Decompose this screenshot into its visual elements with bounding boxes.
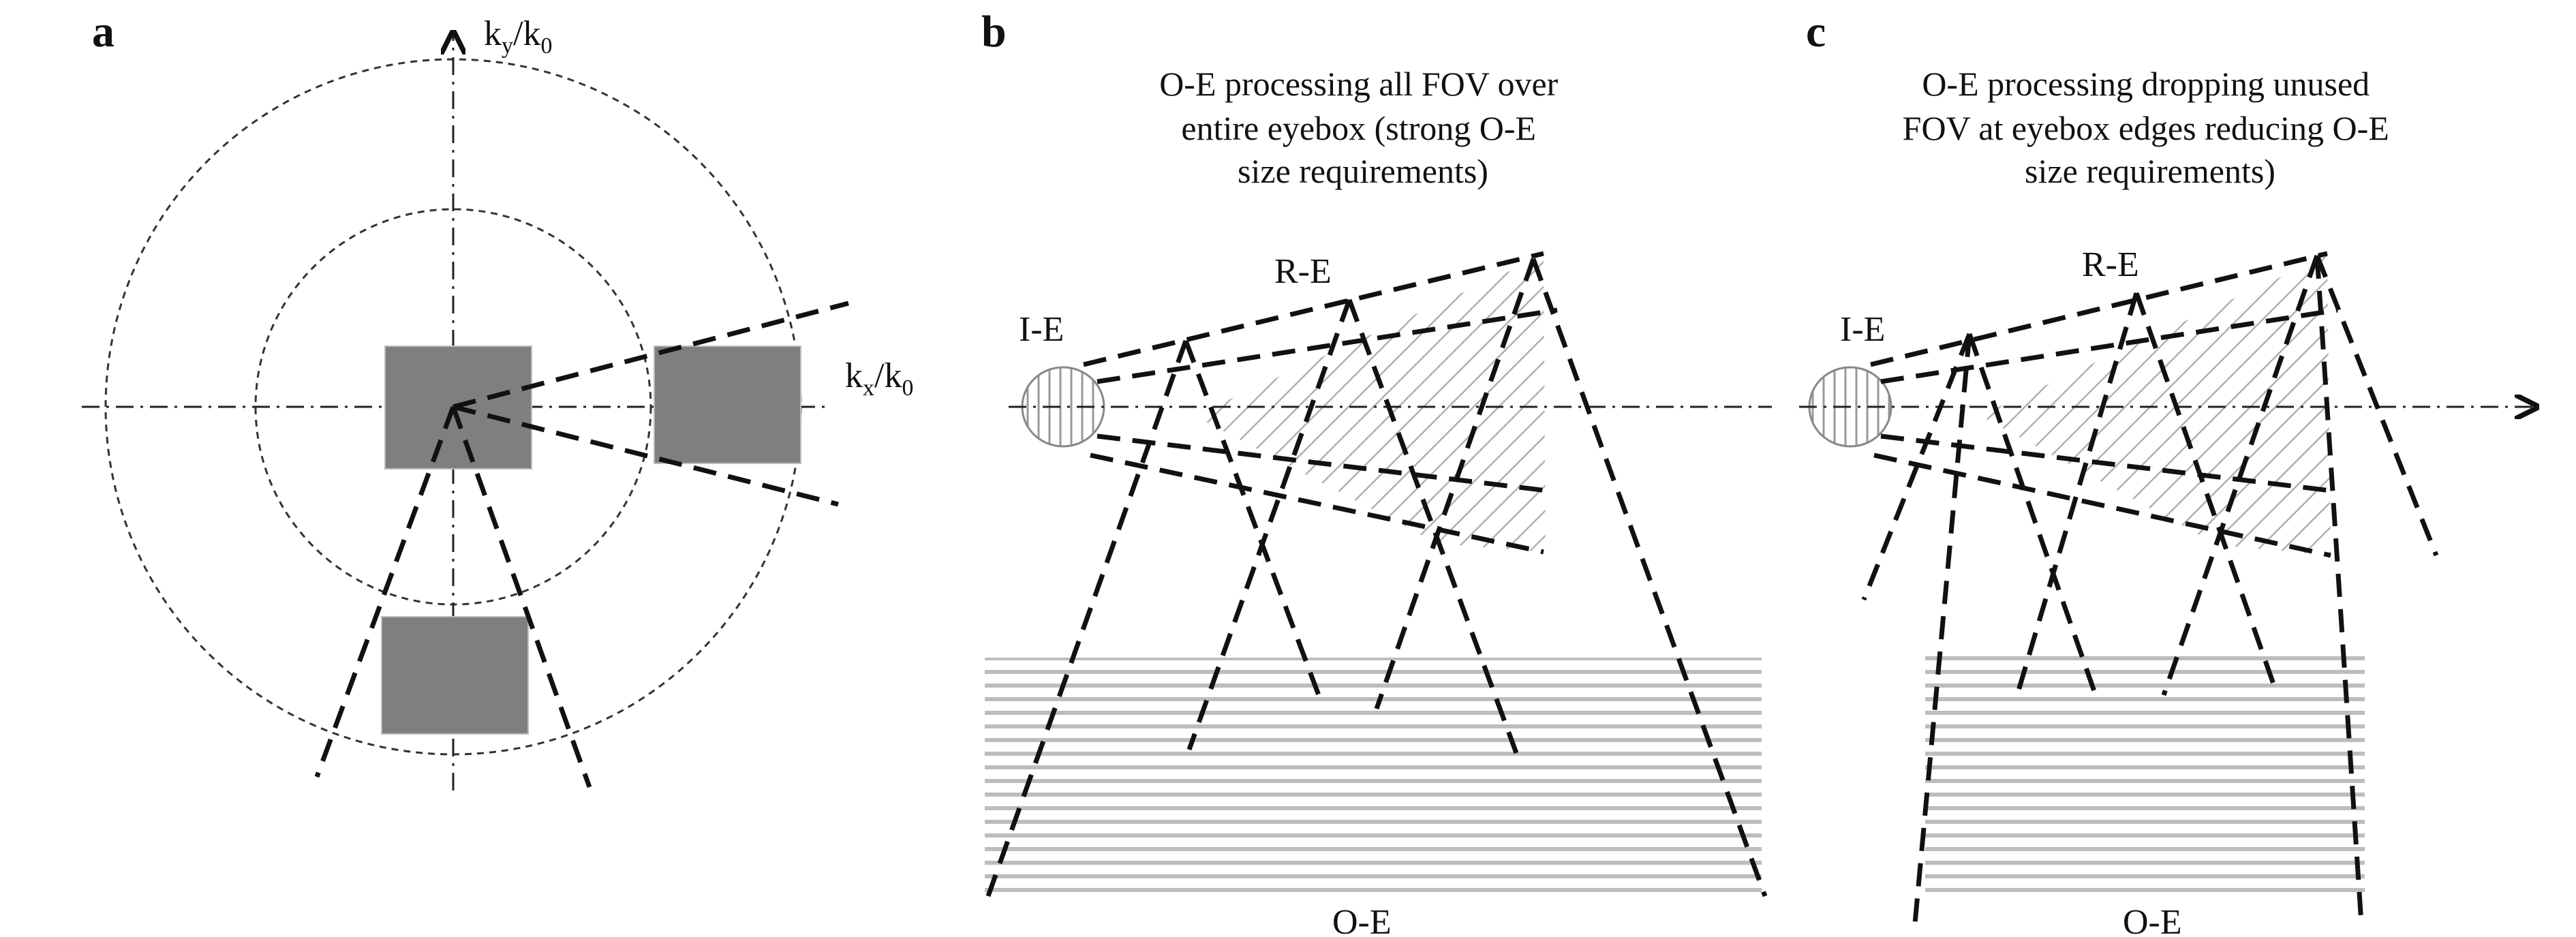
ray-left-down [1912,333,1972,924]
ray-bottom-edge [1090,452,1544,555]
re-label-b: R-E [1274,252,1332,291]
oe-label-c: O-E [2123,903,2182,937]
ray-left-short [1861,333,1972,601]
ray-bounce-1 [1967,333,2098,696]
bottom-square [381,616,529,735]
oe-grating [1925,651,2365,896]
fov-rays-c [1861,251,2439,924]
ray-left-down [985,339,1189,897]
oe-grating [985,658,1762,900]
oe-label-b: O-E [1332,903,1392,937]
ray-right-short [2314,254,2439,557]
ray-right-down [1531,258,1768,897]
ray-mid [1880,433,2331,493]
ray-right-upper [453,301,849,410]
ray-down-left [314,405,456,778]
panel-b-letter: b [981,7,1007,57]
ray-right-down [2314,255,2364,924]
ie-label-b: I-E [1019,310,1064,349]
ray-bounce-3 [1347,298,1519,754]
ray-bounce-4 [2161,254,2320,696]
ray-upper [1097,307,1558,384]
panel-a: a ky/k0 kx/k0 [82,7,913,790]
ray-down-right [450,405,592,788]
fov-rays-a [314,301,849,788]
ky-label: ky/k0 [484,14,552,59]
panel-c-caption: O-E processing dropping unused FOV at ey… [1903,65,2398,190]
ie-label-c: I-E [1840,310,1885,349]
fov-rays-b [985,251,1768,897]
re-label-c: R-E [2082,245,2139,284]
panel-b-caption: O-E processing all FOV over entire eyebo… [1159,65,1567,190]
ray-top-edge [1083,251,1544,367]
ray-bounce-4 [1374,258,1536,710]
ray-top-edge [1870,251,2328,367]
panel-c-letter: c [1806,7,1826,57]
panel-a-letter: a [92,7,114,57]
kx-label: kx/k0 [845,356,913,401]
ray-mid [1097,433,1548,493]
ray-bounce-1 [1183,339,1321,696]
ray-right-lower [453,404,839,507]
ray-bounce-2 [1186,298,1352,751]
right-square [654,345,801,464]
panel-b: b O-E processing all FOV over entire eye… [981,7,1772,937]
ray-bottom-edge [1873,452,2331,558]
panel-c: c O-E processing dropping unused FOV at … [1799,7,2535,937]
